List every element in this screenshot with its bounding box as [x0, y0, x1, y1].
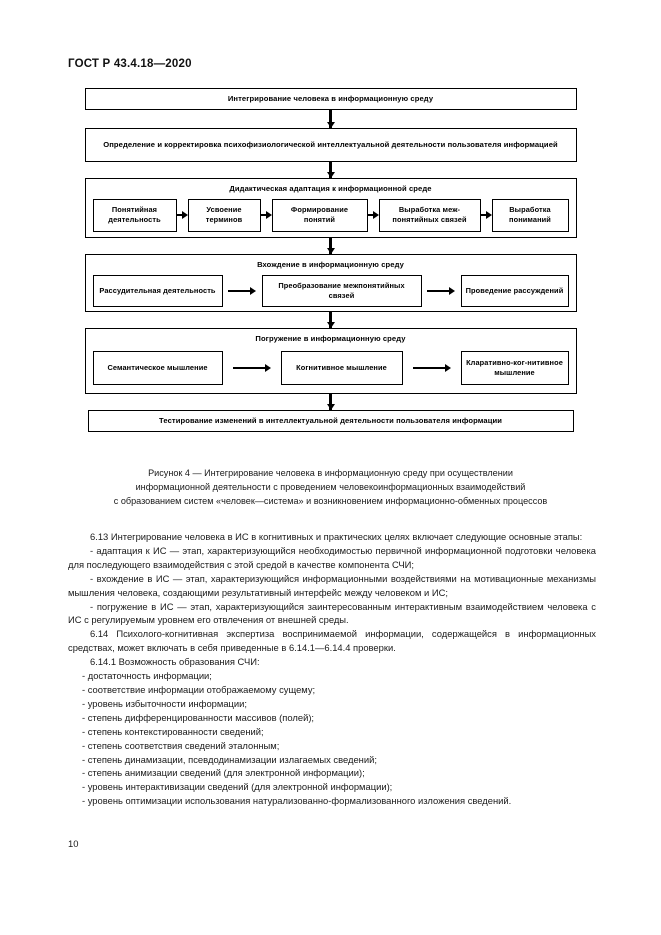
clause-6-14: 6.14 Психолого-когнитивная экспертиза во…	[68, 628, 596, 654]
check-item: - степень соответствия сведений эталонны…	[82, 739, 280, 751]
figure-4-diagram: Интегрирование человека в информационную…	[0, 88, 661, 432]
body-text: 6.13 Интегрирование человека в ИС в когн…	[68, 530, 596, 808]
determination-band: Определение и корректировка психофизиоло…	[84, 128, 577, 162]
check-item: - соответствие информации отображаемому …	[82, 683, 316, 695]
clause-6-14-1: 6.14.1 Возможность образования СЧИ:	[90, 656, 260, 668]
node-arrow	[260, 211, 272, 220]
figure-caption: Рисунок 4 — Интегрирование человека в ин…	[0, 466, 661, 508]
document-standard-header: ГОСТ Р 43.4.18—2020	[68, 58, 192, 70]
stage-adaptation: - адаптация к ИС — этап, характеризующий…	[68, 544, 596, 570]
node-cognitive-thinking: Когнитивное мышление	[280, 350, 403, 385]
node-semantic-thinking: Семантическое мышление	[92, 350, 223, 385]
node-interconceptual-transformation: Преобразование межпонятийных связей	[261, 274, 422, 307]
check-item: - уровень интерактивизации сведений (для…	[82, 781, 393, 793]
node-arrow	[232, 363, 271, 372]
node-arrow	[480, 211, 492, 220]
immersion-environment-group: Погружение в информационную среду Семант…	[84, 328, 577, 394]
check-item: - степень динамизации, псевдодинамизации…	[82, 753, 377, 765]
node-arrow	[367, 211, 379, 220]
node-interconceptual-links: Выработка меж-понятийных связей	[378, 198, 481, 232]
entering-environment-group: Вхождение в информационную среду Рассуди…	[84, 254, 577, 312]
node-clarative-cognitive-thinking: Кларативно-ког-нитивное мышление	[460, 350, 569, 385]
check-item: - степень анимизации сведений (для элект…	[82, 767, 365, 779]
caption-line-2: информационной деятельности с проведение…	[135, 482, 526, 493]
didactic-adaptation-title: Дидактическая адаптация к информационной…	[229, 184, 432, 193]
node-arrow	[427, 286, 455, 295]
entering-environment-title: Вхождение в информационную среду	[257, 260, 404, 269]
clause-6-13: 6.13 Интегрирование человека в ИС в когн…	[90, 531, 583, 542]
node-arrow	[176, 211, 188, 220]
connector-arrow-5	[0, 394, 661, 410]
connector-arrow-4	[0, 312, 661, 328]
connector-arrow-2	[0, 162, 661, 178]
node-arrow	[412, 363, 451, 372]
node-concept-formation: Формирование понятий	[271, 198, 368, 232]
caption-line-1: Рисунок 4 — Интегрирование человека в ин…	[148, 468, 513, 478]
stage-immersion: - погружение в ИС — этап, характеризующи…	[68, 600, 596, 626]
check-item: - степень контекстированности сведений;	[82, 725, 264, 737]
node-conducting-reasoning: Проведение рассуждений	[460, 274, 569, 307]
immersion-environment-title: Погружение в информационную среду	[255, 334, 406, 343]
connector-arrow-1	[0, 110, 661, 128]
node-arrow	[228, 286, 256, 295]
connector-arrow-3	[0, 238, 661, 254]
check-item: - достаточность информации;	[82, 670, 212, 682]
check-item: - уровень оптимизации использования нату…	[82, 795, 512, 807]
didactic-adaptation-group: Дидактическая адаптация к информационной…	[84, 178, 577, 238]
check-item: - степень дифференцированности массивов …	[82, 711, 315, 723]
node-reasoning-activity: Рассудительная деятельность	[92, 274, 223, 307]
integration-band: Интегрирование человека в информационную…	[84, 88, 577, 110]
check-item: - уровень избыточности информации;	[82, 697, 247, 709]
caption-line-3: с образованием систем «человек—система» …	[113, 496, 548, 507]
testing-band: Тестирование изменений в интеллектуально…	[87, 410, 574, 432]
node-conceptual-activity: Понятийная деятельность	[92, 198, 177, 232]
page-number: 10	[68, 838, 79, 849]
node-term-assimilation: Усвоение терминов	[187, 198, 261, 232]
stage-entering: - вхождение в ИС — этап, характеризующий…	[68, 572, 596, 598]
node-understanding-development: Выработка пониманий	[491, 198, 569, 232]
